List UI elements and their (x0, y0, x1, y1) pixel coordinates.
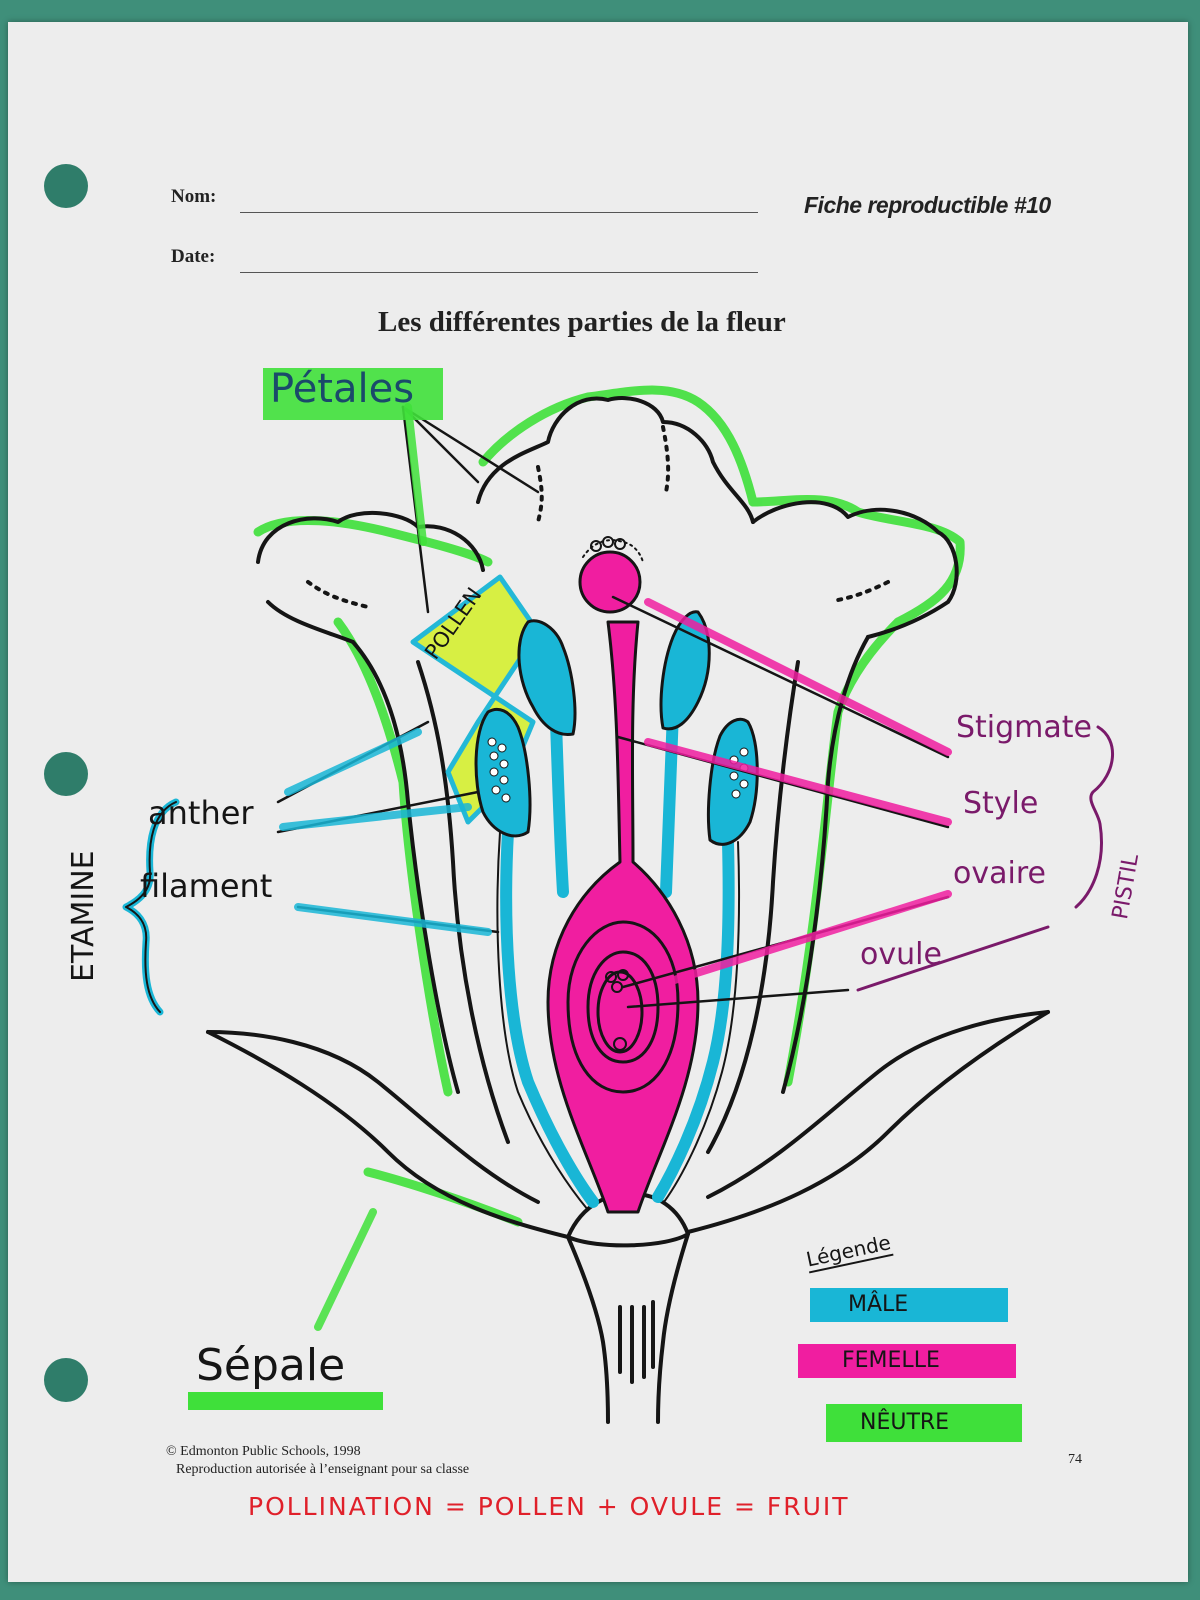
name-label: Nom: (171, 186, 217, 207)
date-field-line (240, 272, 758, 273)
copyright-text: © Edmonton Public Schools, 1998 (166, 1444, 361, 1459)
name-field-line (240, 212, 758, 213)
worksheet-page: Nom: Date: Fiche reproductible #10 Les d… (8, 22, 1188, 1582)
leader-highlights (279, 403, 952, 1331)
page-number: 74 (1068, 1452, 1082, 1467)
label-etamine: ETAMINE (66, 850, 101, 982)
date-label: Date: (171, 246, 216, 267)
legend-swatch-male (810, 1288, 1008, 1322)
reproduction-text: Reproduction autorisée à l’enseignant po… (176, 1462, 470, 1477)
label-style: Style (963, 786, 1039, 821)
label-ovaire: ovaire (953, 856, 1046, 891)
pistil-bracket (1074, 725, 1114, 909)
binder-hole (44, 1358, 88, 1402)
legend-label-male: MÂLE (848, 1292, 909, 1317)
label-sepale: Sépale (196, 1340, 346, 1391)
legend-label-female: FEMELLE (842, 1348, 940, 1373)
sepals (206, 1010, 1050, 1239)
legend-swatch-neutral (826, 1404, 1022, 1442)
legend-label-neutral: NÊUTRE (860, 1410, 950, 1435)
etamine-bracket (122, 798, 180, 1016)
binder-hole (44, 752, 88, 796)
filament-outlines (496, 831, 741, 1211)
label-ovule: ovule (860, 937, 942, 972)
label-filament: filament (140, 867, 273, 905)
petals (256, 396, 959, 1154)
legend-swatch-female (798, 1344, 1016, 1378)
ovule-leader (856, 925, 1050, 992)
label-petales: Pétales (270, 366, 415, 412)
receptacle-and-stem (566, 1191, 690, 1424)
page-title: Les différentes parties de la fleur (378, 306, 786, 338)
label-stigmate: Stigmate (956, 710, 1093, 745)
worksheet-number: Fiche reproductible #10 (804, 192, 1051, 218)
etamine-bracket-ink (125, 801, 177, 1013)
pollination-equation: POLLINATION = POLLEN + OVULE = FRUIT (248, 1492, 850, 1521)
flower-diagram (122, 368, 1114, 1424)
stamen-filaments (500, 706, 735, 1208)
legend: Légende MÂLE FEMELLE NÊUTRE (798, 1230, 1038, 1448)
petales-highlight (263, 368, 443, 420)
label-anther: anther (148, 794, 254, 832)
sepale-highlight (188, 1392, 383, 1410)
anthers (474, 610, 759, 846)
binder-hole (44, 164, 88, 208)
